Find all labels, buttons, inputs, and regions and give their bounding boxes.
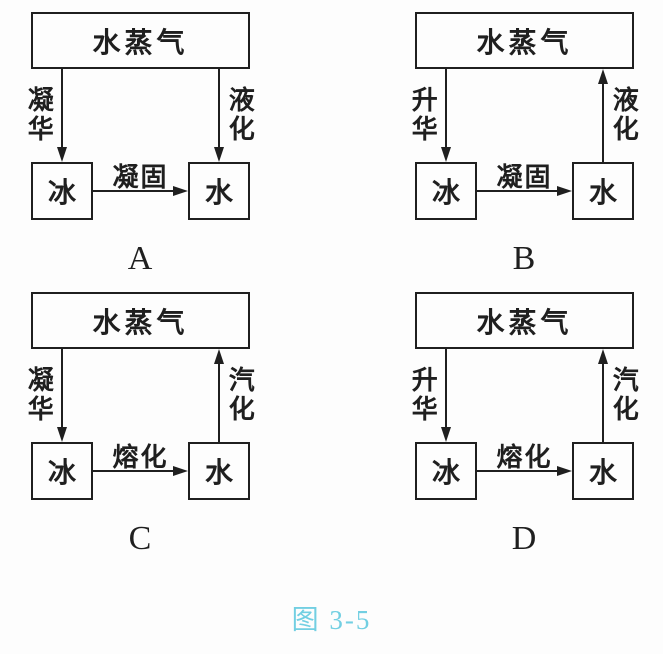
water-box: 水 (188, 162, 250, 220)
vapor-label: 水蒸气 (476, 27, 573, 59)
left-arrow (439, 69, 453, 162)
vapor-box: 水蒸气 (415, 292, 634, 349)
ice-box: 冰 (415, 162, 477, 220)
vapor-box: 水蒸气 (415, 12, 634, 69)
bottom-arrow-label: 凝固 (112, 163, 169, 192)
right-arrow (596, 69, 610, 162)
bottom-arrow (93, 184, 188, 198)
water-label: 水 (204, 458, 233, 489)
left-arrow-label: 凝华 (24, 86, 54, 144)
left-arrow-label: 凝华 (24, 366, 54, 424)
bottom-arrowhead-icon (557, 466, 572, 476)
bottom-arrow-line (93, 470, 174, 472)
right-arrow (212, 69, 226, 162)
figure-caption: 图 3-5 (291, 605, 372, 635)
right-arrow-line (602, 363, 604, 442)
diagram-letter: A (127, 240, 153, 277)
vapor-box: 水蒸气 (31, 292, 250, 349)
right-arrow-line (218, 69, 220, 148)
phase-diagram-c: 水蒸气 凝华 汽化 熔化 冰 水 C (24, 290, 255, 560)
phase-diagram-a: 水蒸气 凝华 液化 凝固 冰 水 A (24, 10, 255, 280)
left-arrowhead-icon (441, 147, 451, 162)
water-label: 水 (588, 458, 617, 489)
left-arrowhead-icon (57, 147, 67, 162)
ice-label: 冰 (431, 458, 460, 489)
right-arrow-label: 汽化 (225, 366, 255, 424)
bottom-arrow-label: 凝固 (496, 163, 553, 192)
vapor-label: 水蒸气 (476, 307, 573, 339)
water-box: 水 (572, 442, 634, 500)
right-arrow-line (602, 83, 604, 162)
ice-box: 冰 (31, 162, 93, 220)
ice-box: 冰 (415, 442, 477, 500)
left-arrow (55, 69, 69, 162)
right-arrow (596, 349, 610, 442)
vapor-label: 水蒸气 (92, 307, 189, 339)
ice-label: 冰 (47, 458, 76, 489)
diagram-letter: D (511, 520, 537, 557)
left-arrow-line (445, 69, 447, 148)
vapor-box: 水蒸气 (31, 12, 250, 69)
bottom-arrow-line (93, 190, 174, 192)
ice-label: 冰 (431, 178, 460, 209)
right-arrowhead-icon (214, 147, 224, 162)
left-arrow-line (61, 69, 63, 148)
left-arrow-line (61, 349, 63, 428)
bottom-arrow (93, 464, 188, 478)
left-arrow (439, 349, 453, 442)
diagram-letter: B (512, 240, 536, 277)
bottom-arrowhead-icon (557, 186, 572, 196)
left-arrow-label: 升华 (408, 366, 438, 424)
bottom-arrow-label: 熔化 (112, 443, 169, 472)
right-arrowhead-icon (598, 349, 608, 364)
ice-label: 冰 (47, 178, 76, 209)
phase-diagram-b: 水蒸气 升华 液化 凝固 冰 水 B (408, 10, 639, 280)
left-arrow (55, 349, 69, 442)
water-box: 水 (572, 162, 634, 220)
water-box: 水 (188, 442, 250, 500)
right-arrowhead-icon (214, 349, 224, 364)
bottom-arrow (477, 464, 572, 478)
bottom-arrowhead-icon (173, 466, 188, 476)
bottom-arrowhead-icon (173, 186, 188, 196)
right-arrow-label: 汽化 (609, 366, 639, 424)
diagram-letter: C (128, 520, 152, 557)
bottom-arrow-label: 熔化 (496, 443, 553, 472)
left-arrow-label: 升华 (408, 86, 438, 144)
right-arrow-label: 液化 (225, 86, 255, 144)
right-arrowhead-icon (598, 69, 608, 84)
right-arrow-line (218, 363, 220, 442)
right-arrow-label: 液化 (609, 86, 639, 144)
right-arrow (212, 349, 226, 442)
left-arrowhead-icon (57, 427, 67, 442)
water-label: 水 (588, 178, 617, 209)
bottom-arrow (477, 184, 572, 198)
vapor-label: 水蒸气 (92, 27, 189, 59)
left-arrow-line (445, 349, 447, 428)
phase-diagram-d: 水蒸气 升华 汽化 熔化 冰 水 D (408, 290, 639, 560)
bottom-arrow-line (477, 190, 558, 192)
left-arrowhead-icon (441, 427, 451, 442)
ice-box: 冰 (31, 442, 93, 500)
water-label: 水 (204, 178, 233, 209)
bottom-arrow-line (477, 470, 558, 472)
